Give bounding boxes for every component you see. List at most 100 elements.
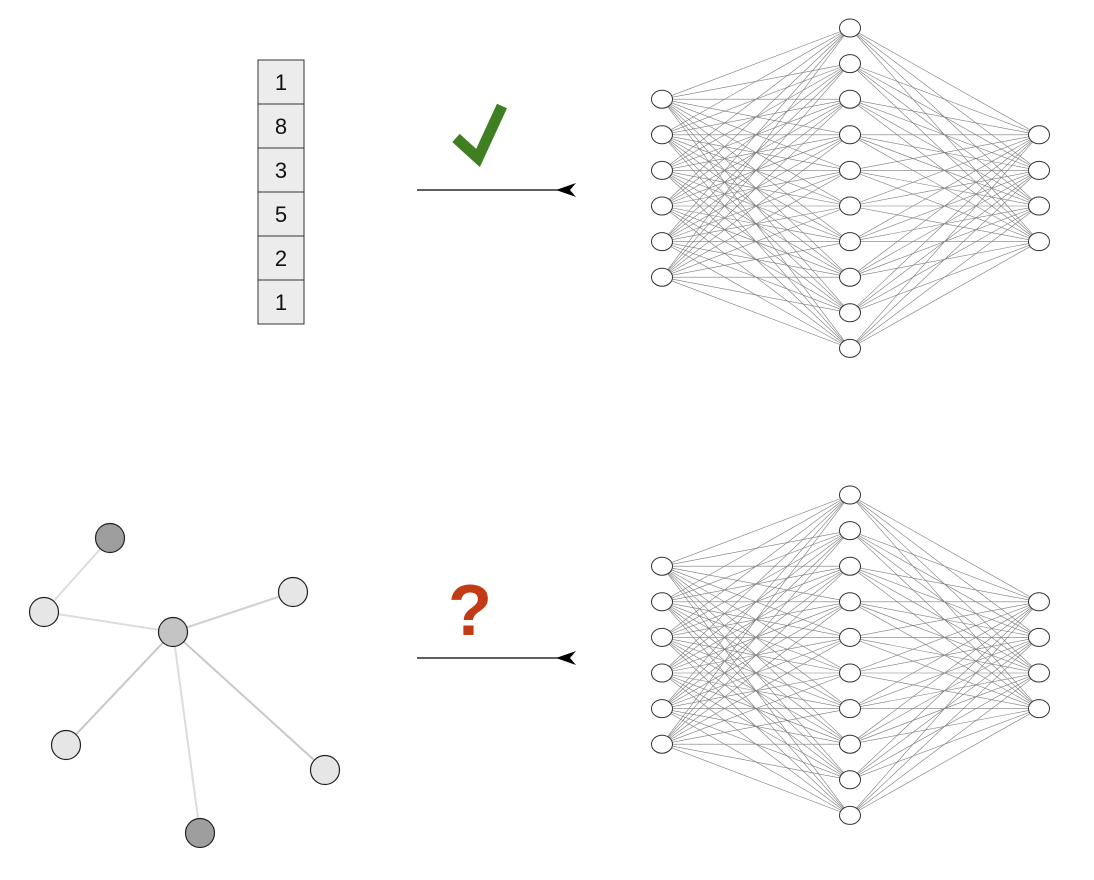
nn-connection: [849, 134, 1040, 349]
nn-connection: [661, 241, 851, 278]
nn-connection: [849, 134, 1040, 171]
nn-neurons: [651, 18, 1050, 358]
vector-cell: 2: [257, 235, 305, 281]
nn-neuron: [839, 485, 861, 505]
nn-neuron: [651, 556, 673, 576]
graph-node: [94, 522, 126, 554]
nn-neuron: [839, 805, 861, 825]
nn-neuron: [651, 699, 673, 719]
nn-connection: [849, 170, 1040, 349]
nn-connection: [661, 637, 851, 745]
nn-connection: [661, 27, 851, 278]
question-mark-icon: ?: [448, 571, 492, 651]
nn-connection: [661, 276, 851, 349]
graph-edge: [172, 591, 294, 633]
graph-node: [184, 817, 216, 849]
nn-connection: [849, 134, 1040, 278]
graph-node: [277, 576, 309, 608]
vector-value: 1: [275, 290, 287, 315]
nn-connection: [661, 565, 851, 745]
nn-neuron: [651, 125, 673, 145]
nn-neuron: [839, 267, 861, 287]
nn-connection: [849, 708, 1040, 816]
nn-neuron: [1028, 196, 1050, 216]
nn-connection: [661, 170, 851, 278]
nn-connection: [661, 63, 851, 278]
nn-neuron: [1028, 699, 1050, 719]
nn-connection: [849, 241, 1040, 349]
vector-cell: 8: [257, 103, 305, 149]
nn-connection: [661, 530, 851, 745]
nn-connection: [849, 601, 1040, 816]
nn-neurons: [651, 485, 1050, 825]
graph-edges: [43, 537, 326, 834]
nn-connection: [661, 27, 851, 100]
nn-neuron: [1028, 232, 1050, 252]
nn-neuron: [651, 267, 673, 287]
vector-value: 5: [275, 202, 287, 227]
nn-neuron: [839, 303, 861, 323]
nn-connection: [849, 601, 1040, 638]
nn-connection: [661, 743, 851, 816]
nn-connections: [661, 494, 1040, 816]
nn-connection: [849, 672, 1040, 816]
nn-connection: [849, 494, 1040, 603]
nn-connection: [849, 530, 1040, 603]
nn-neuron: [839, 18, 861, 38]
nn-connection: [661, 27, 851, 171]
nn-neuron: [839, 125, 861, 145]
graph-node: [157, 616, 189, 648]
nn-neuron: [839, 54, 861, 74]
nn-connections: [661, 27, 1040, 349]
arrow-top: [417, 183, 576, 197]
nn-connection: [661, 205, 851, 278]
nn-neuron: [1028, 663, 1050, 683]
vector-cell: 3: [257, 147, 305, 193]
nn-connection: [661, 494, 851, 603]
graph-node: [28, 596, 60, 628]
nn-neuron: [839, 196, 861, 216]
nn-neuron: [839, 734, 861, 754]
nn-connection: [661, 134, 851, 278]
vector-cell: 5: [257, 191, 305, 237]
graph-node: [50, 729, 82, 761]
nn-connection: [849, 601, 1040, 709]
nn-connection: [661, 27, 851, 242]
nn-neuron: [1028, 125, 1050, 145]
nn-neuron: [839, 232, 861, 252]
vector-cell: 1: [257, 279, 305, 325]
nn-connection: [849, 134, 1040, 314]
nn-connection: [849, 601, 1040, 781]
vector-value: 3: [275, 158, 287, 183]
nn-connection: [661, 494, 851, 745]
nn-neuron: [1028, 160, 1050, 180]
nn-connection: [849, 98, 1040, 136]
vector-value: 2: [275, 246, 287, 271]
check-icon: [452, 103, 507, 168]
nn-neuron: [839, 770, 861, 790]
vector-value: 8: [275, 114, 287, 139]
nn-neuron: [651, 89, 673, 109]
nn-connection: [661, 27, 851, 207]
nn-neuron: [651, 734, 673, 754]
nn-neuron: [839, 160, 861, 180]
nn-neuron: [651, 592, 673, 612]
nn-connection: [849, 205, 1040, 349]
nn-connection: [661, 601, 851, 745]
graph-node: [309, 754, 341, 786]
nn-connection: [661, 98, 851, 278]
nn-connection: [849, 27, 1040, 136]
neural-network-bottom: [651, 485, 1050, 825]
nn-neuron: [839, 592, 861, 612]
nn-neuron: [1028, 627, 1050, 647]
nn-neuron: [839, 338, 861, 358]
nn-neuron: [651, 232, 673, 252]
nn-neuron: [1028, 592, 1050, 612]
nn-neuron: [839, 627, 861, 647]
nn-neuron: [651, 160, 673, 180]
nn-connection: [661, 494, 851, 638]
graph-edge: [172, 631, 326, 771]
nn-neuron: [839, 89, 861, 109]
graph: [28, 522, 341, 849]
